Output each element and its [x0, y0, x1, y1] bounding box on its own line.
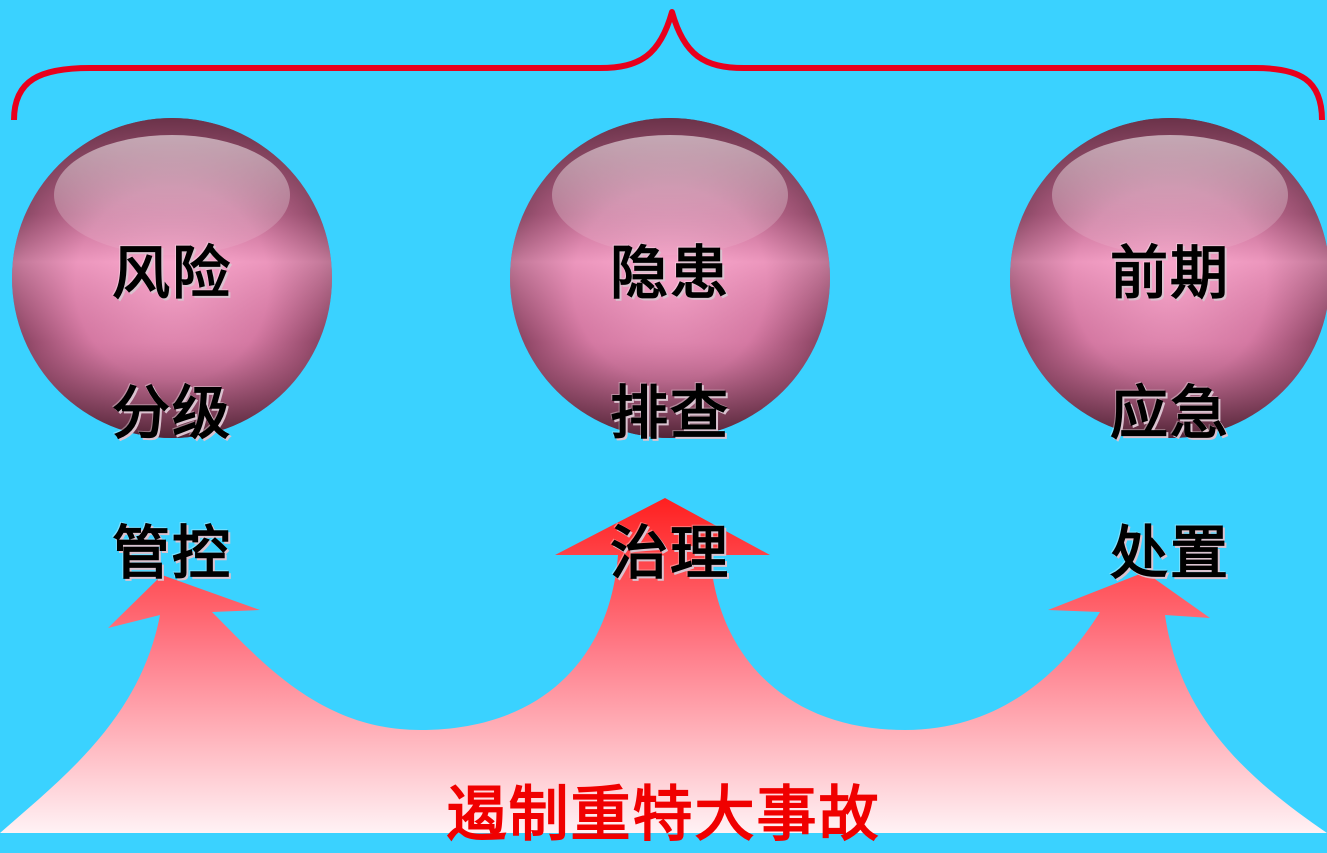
sphere-emergency-response: [1010, 118, 1327, 438]
sphere-label-line: 管控: [111, 519, 232, 587]
sphere-label-emergency: 前期 应急 处置: [1070, 168, 1270, 658]
diagram: 风险 分级 管控 隐患 排查 治理 前期 应急 处置 遏制重特大事故: [0, 9, 1327, 850]
upward-arrows: [0, 498, 1327, 833]
sphere-label-line: 分级: [111, 379, 232, 447]
diagram-graphics: [0, 9, 1327, 833]
sphere-label-risk: 风险 分级 管控: [72, 168, 272, 658]
sphere-label-line: 前期: [1109, 239, 1230, 307]
sphere-risk-control: [12, 118, 332, 438]
sphere-label-line: 应急: [1109, 379, 1230, 447]
sphere-label-line: 隐患: [609, 239, 730, 307]
sphere-label-hazard: 隐患 排查 治理: [570, 168, 770, 658]
sphere-label-line: 排查: [609, 379, 730, 447]
sphere-label-line: 治理: [609, 519, 730, 587]
caption: 遏制重特大事故: [446, 780, 881, 850]
sphere-hazard-governance: [510, 118, 830, 438]
sphere-label-line: 处置: [1109, 519, 1230, 587]
grouping-brace: [11, 9, 1325, 121]
sphere-label-line: 风险: [111, 239, 232, 307]
